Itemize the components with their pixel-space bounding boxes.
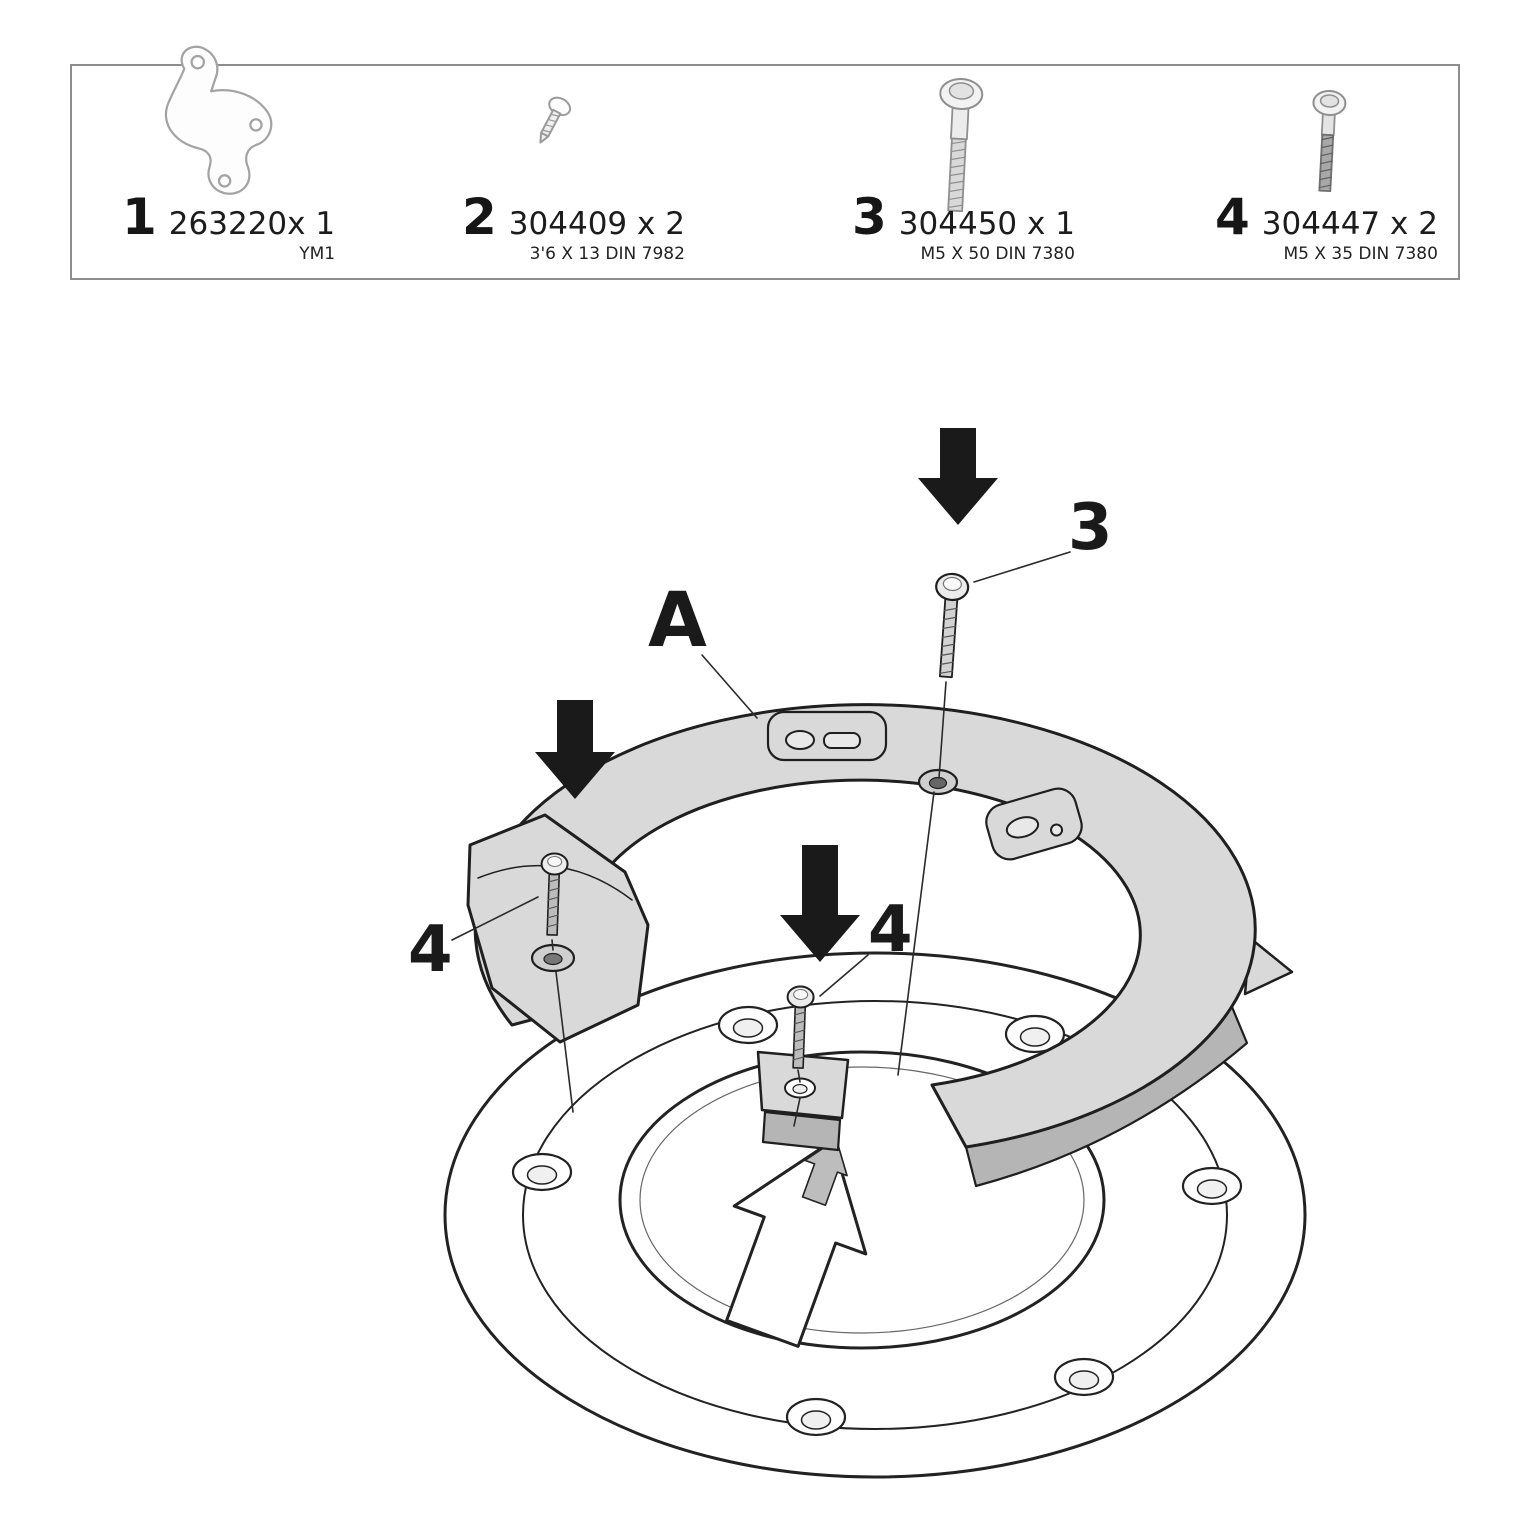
leader-label-4-middle [819,954,869,997]
ring-right-slot [1005,816,1040,839]
leader-label-4-left [451,896,539,941]
leader-label-a [701,654,758,719]
screw-4-middle [786,985,815,1069]
ring-label: A [648,575,707,664]
part-3-spec: M5 X 50 DIN 7380 [920,244,1075,265]
ring-wall-right [964,1005,1249,1188]
insert-arrow-left [535,700,615,799]
insertion-arrows [535,428,998,962]
ring-wall-tab [761,1110,842,1152]
part-1-code: 263220x 1 [168,206,336,242]
part-item-3: 3 304450 x 1 M5 X 50 DIN 7380 [852,192,1075,264]
fuel-cap-flange [443,951,1307,1479]
screw4-left-label: 4 [408,913,453,987]
ring-hole-screw4-left [530,943,576,973]
screw3-label: 3 [1068,491,1113,565]
cap-arrow-small [801,1138,848,1207]
part-4-number: 4 [1215,188,1250,246]
ring-hole-screw3 [917,768,959,796]
leader-screw4-middle-path [793,1069,801,1127]
part-3-number: 3 [852,188,887,246]
screw-3 [935,572,970,679]
ring-right-hole-small [1050,823,1064,837]
part-2-code: 304409 x 2 [508,206,685,242]
leader-lines [451,551,1071,1127]
leader-label-3 [973,551,1071,583]
ring-top-boss [766,710,888,762]
ring-left-arm-bevel [477,864,633,901]
screw4-middle-label: 4 [868,893,913,967]
leader-screw3-path [897,681,947,1076]
insert-arrow-top [918,428,998,525]
part-2-spec: 3'6 X 13 DIN 7982 [529,244,685,265]
ring-bottom-tab [756,1050,850,1120]
ring-hole-screw4-middle [784,1077,816,1099]
part-item-1: 1 263220x 1 YM1 [122,192,335,264]
part-4-code: 304447 x 2 [1261,206,1438,242]
ring-band [473,703,1257,1149]
part-item-4: 4 304447 x 2 M5 X 35 DIN 7380 [1215,192,1438,264]
part-item-2: 2 304409 x 2 3'6 X 13 DIN 7982 [462,192,685,264]
cap-center-slot [776,1119,804,1137]
part-3-code: 304450 x 1 [898,206,1075,242]
ring-right-boss [985,787,1083,861]
leader-screw4-left-path [551,939,574,1113]
ring-right-lug [1243,936,1294,996]
insert-arrow-middle [780,845,860,962]
part-2-number: 2 [462,188,497,246]
flange-bolt-hole [511,1005,1243,1437]
ring-top-slot-oblong [823,732,861,749]
part-1-number: 1 [122,188,157,246]
ring-top-slot-round [785,730,815,750]
ring-left-arm [466,813,650,1044]
part-4-spec: M5 X 35 DIN 7380 [1283,244,1438,265]
screw-4-left [540,852,569,936]
parts-list-box [70,64,1460,280]
cap-arrow-graphic [725,1139,868,1348]
part-1-spec: YM1 [299,244,336,265]
